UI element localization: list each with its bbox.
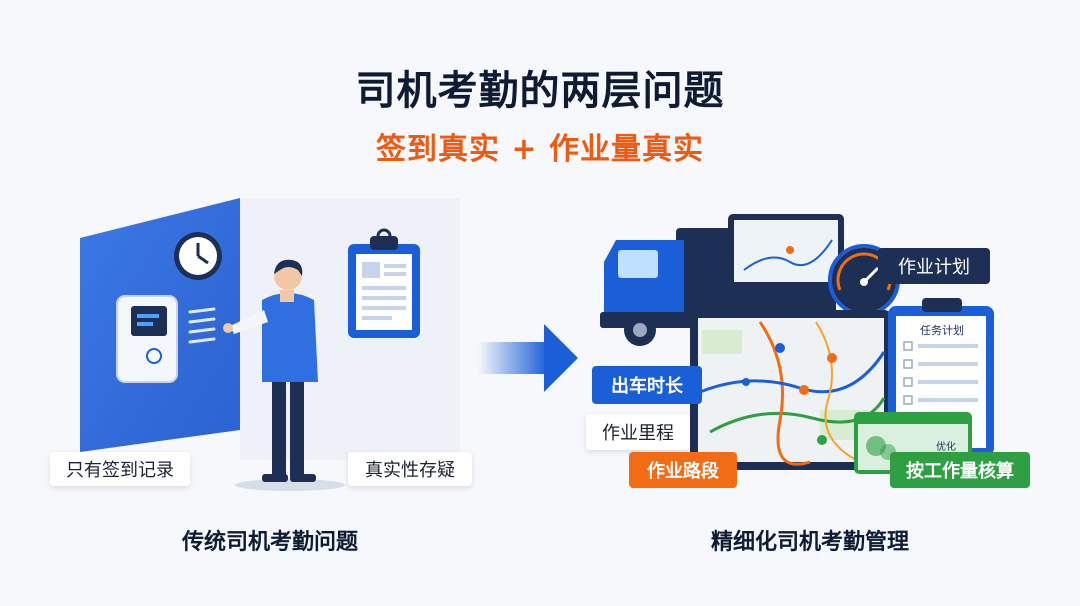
tag-drive-duration: 出车时长 xyxy=(592,366,702,404)
signal-lines xyxy=(188,307,216,344)
right-caption: 精细化司机考勤管理 xyxy=(710,530,909,555)
clipboard-icon xyxy=(348,228,420,338)
clipboard-title: 任务计划 xyxy=(920,324,964,337)
refined-scene xyxy=(600,214,994,474)
tag-work-mileage: 作业里程 xyxy=(586,414,690,450)
floor-shadow xyxy=(235,479,345,491)
transition-arrow-icon xyxy=(478,324,578,392)
tag-work-plan: 作业计划 xyxy=(878,248,990,284)
page-subtitle: 签到真实 + 作业量真实 xyxy=(375,132,705,167)
monitor-icon xyxy=(728,214,844,302)
tag-authenticity-doubt: 真实性存疑 xyxy=(348,452,472,486)
card-label: 优化 xyxy=(936,442,956,453)
driver-figure xyxy=(223,259,318,482)
clock-icon xyxy=(174,232,222,280)
tag-work-route: 作业路段 xyxy=(629,452,737,488)
page-title: 司机考勤的两层问题 xyxy=(355,68,725,114)
tag-sign-only: 只有签到记录 xyxy=(50,452,190,486)
check-in-device-icon xyxy=(116,295,178,383)
traditional-scene xyxy=(80,198,460,491)
tablet-map xyxy=(690,310,892,470)
tag-workload-settlement: 按工作量核算 xyxy=(890,452,1030,488)
left-caption: 传统司机考勤问题 xyxy=(181,530,358,555)
